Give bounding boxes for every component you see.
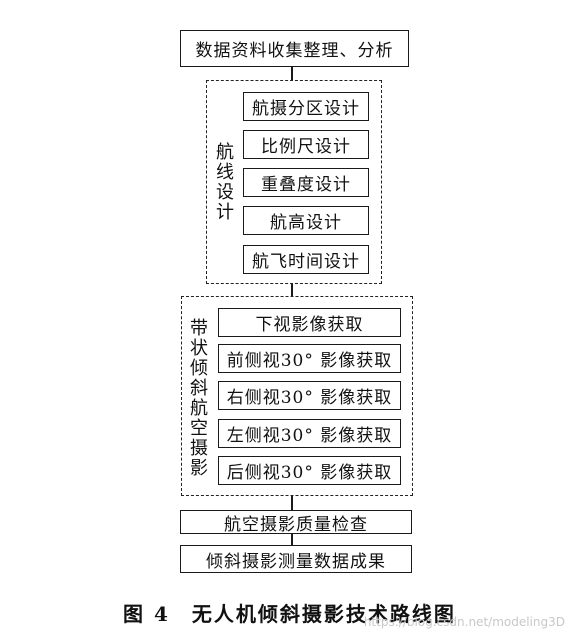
capture-item-2: 前侧视30° 影像获取: [218, 344, 401, 373]
capture-item-1: 下视影像获取: [218, 308, 401, 337]
connector-middle: [291, 284, 293, 296]
result-box: 倾斜摄影测量数据成果: [180, 545, 412, 573]
watermark: https://blog.csdn.net/modeling3D: [363, 615, 565, 629]
connector-result: [291, 533, 293, 545]
oblique-photography-group: [181, 296, 413, 496]
route-item-3: 重叠度设计: [243, 168, 369, 197]
data-collection-box: 数据资料收集整理、分析: [180, 30, 409, 67]
connector-top: [291, 66, 293, 80]
figure-caption: 图 4 无人机倾斜摄影技术路线图: [123, 602, 456, 626]
connector-bottom: [291, 496, 293, 510]
route-item-5: 航飞时间设计: [243, 245, 369, 274]
oblique-photography-label: 带状倾斜航空摄影: [187, 318, 208, 478]
route-item-2: 比例尺设计: [243, 130, 369, 159]
capture-item-3: 右侧视30° 影像获取: [218, 381, 401, 410]
quality-check-box: 航空摄影质量检查: [180, 510, 412, 535]
route-design-group: [206, 80, 382, 284]
route-item-1: 航摄分区设计: [243, 92, 369, 121]
route-design-label: 航线设计: [213, 142, 234, 222]
capture-item-5: 后侧视30° 影像获取: [218, 456, 401, 485]
capture-item-4: 左侧视30° 影像获取: [218, 419, 401, 448]
route-item-4: 航高设计: [243, 206, 369, 235]
